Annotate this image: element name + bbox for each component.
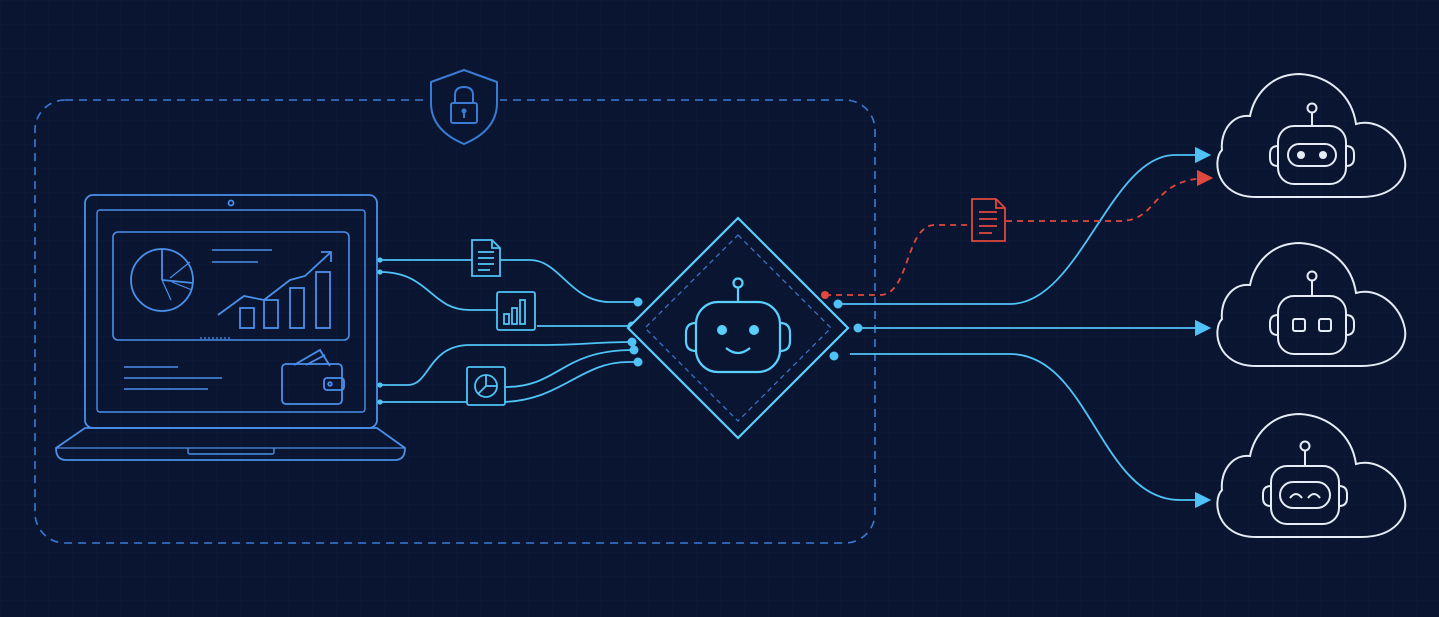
secure-boundary (34, 99, 876, 544)
pie-chart-icon (130, 248, 194, 312)
exfiltration-flow (825, 169, 1214, 296)
growth-chart-icon (200, 251, 332, 339)
laptop-icon (55, 194, 406, 461)
outbound-flows (838, 146, 1212, 509)
document-icon (971, 198, 1006, 242)
wallet-icon (281, 348, 345, 405)
cloud-robot-icon (1216, 412, 1407, 538)
document-icon (471, 239, 501, 277)
text-lines (124, 249, 272, 390)
inbound-flow-ports (377, 257, 643, 405)
pie-chart-icon (466, 366, 506, 406)
inbound-flows (379, 259, 638, 403)
cloud-robot-icon (1216, 72, 1407, 198)
cloud-robot-icon (1216, 241, 1407, 367)
shield-lock-icon (428, 68, 500, 148)
robot-icon (684, 277, 792, 374)
bar-chart-icon (496, 291, 536, 331)
outbound-flow-ports (829, 299, 863, 361)
exfiltration-source-port (821, 291, 829, 299)
local-agent-node (626, 216, 850, 440)
